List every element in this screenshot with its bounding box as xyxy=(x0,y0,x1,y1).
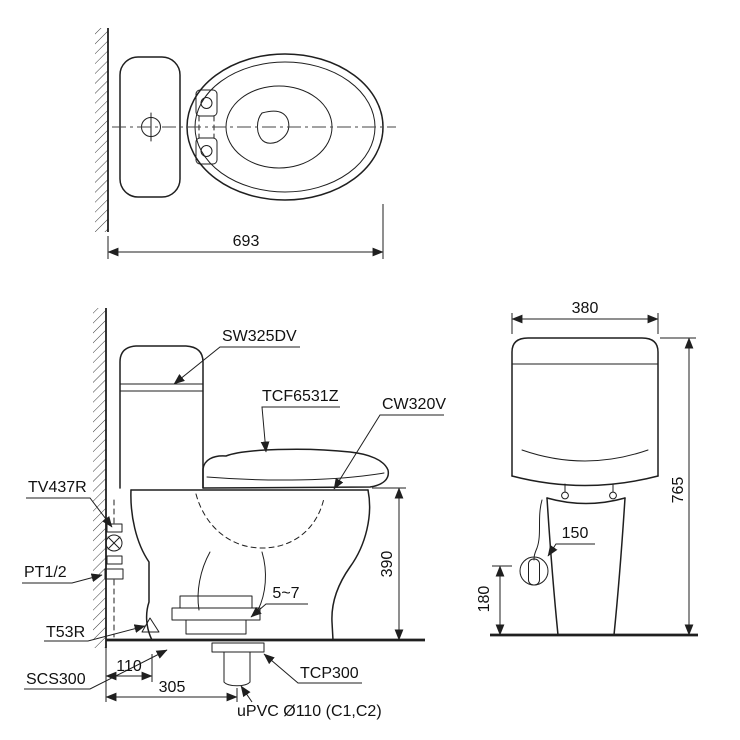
callout-upvc: uPVC Ø110 (C1,C2) xyxy=(237,685,382,720)
dim-110-text: 110 xyxy=(116,658,142,675)
dim-150: 150 xyxy=(547,525,595,557)
wall-hatch-side xyxy=(93,308,107,648)
callout-tv437r: TV437R xyxy=(26,479,113,528)
dim-150-text: 150 xyxy=(562,525,589,542)
front-view: 380 765 150 180 xyxy=(476,300,698,637)
callout-cw320v: CW320V xyxy=(333,396,446,490)
dim-380: 380 xyxy=(511,300,659,334)
dim-5-7: 5~7 xyxy=(250,585,308,618)
plan-view: 693 xyxy=(95,28,396,259)
washlet-side-outline xyxy=(202,448,390,489)
tank-front-outline xyxy=(511,337,659,487)
callout-pt12: PT1/2 xyxy=(22,564,103,584)
label-pt12: PT1/2 xyxy=(24,564,67,581)
label-scs300: SCS300 xyxy=(26,671,86,688)
dim-693: 693 xyxy=(107,204,384,259)
dim-305-text: 305 xyxy=(159,679,186,696)
callout-scs300: SCS300 xyxy=(24,649,168,690)
callout-tcp300: TCP300 xyxy=(263,653,362,684)
dim-305: 305 xyxy=(105,679,238,702)
dim-390: 390 xyxy=(372,487,406,641)
dim-180-text: 180 xyxy=(476,586,493,613)
dim-390-text: 390 xyxy=(379,551,396,578)
spray-hose xyxy=(519,499,549,586)
bowl-side-outline xyxy=(130,489,371,641)
label-cw320v: CW320V xyxy=(382,396,446,413)
dim-380-text: 380 xyxy=(572,300,599,317)
label-tv437r: TV437R xyxy=(28,479,87,496)
callout-sw325dv: SW325DV xyxy=(173,328,300,385)
dim-180: 180 xyxy=(476,565,512,636)
flange-and-pipe xyxy=(211,642,265,687)
label-t53r: T53R xyxy=(46,624,85,641)
label-tcp300: TCP300 xyxy=(300,665,359,682)
tank-side-outline xyxy=(119,345,204,489)
stop-valve-assembly xyxy=(104,499,124,638)
callout-tcf6531z: TCF6531Z xyxy=(260,388,340,453)
callout-t53r: T53R xyxy=(44,624,146,642)
label-sw325dv: SW325DV xyxy=(222,328,297,345)
dim-693-text: 693 xyxy=(233,233,260,250)
dim-110: 110 xyxy=(105,648,153,702)
side-view: SW325DV TCF6531Z CW320V TV437R PT1/2 T53… xyxy=(22,308,446,720)
dim-765-text: 765 xyxy=(670,477,687,504)
bowl-front-outline xyxy=(546,497,626,636)
dim-5-7-text: 5~7 xyxy=(272,585,299,602)
tank-bolts-front xyxy=(561,483,617,500)
label-tcf6531z: TCF6531Z xyxy=(262,388,339,405)
label-upvc: uPVC Ø110 (C1,C2) xyxy=(237,703,382,720)
wall-hatch-plan xyxy=(95,28,109,232)
dim-765: 765 xyxy=(660,337,696,636)
